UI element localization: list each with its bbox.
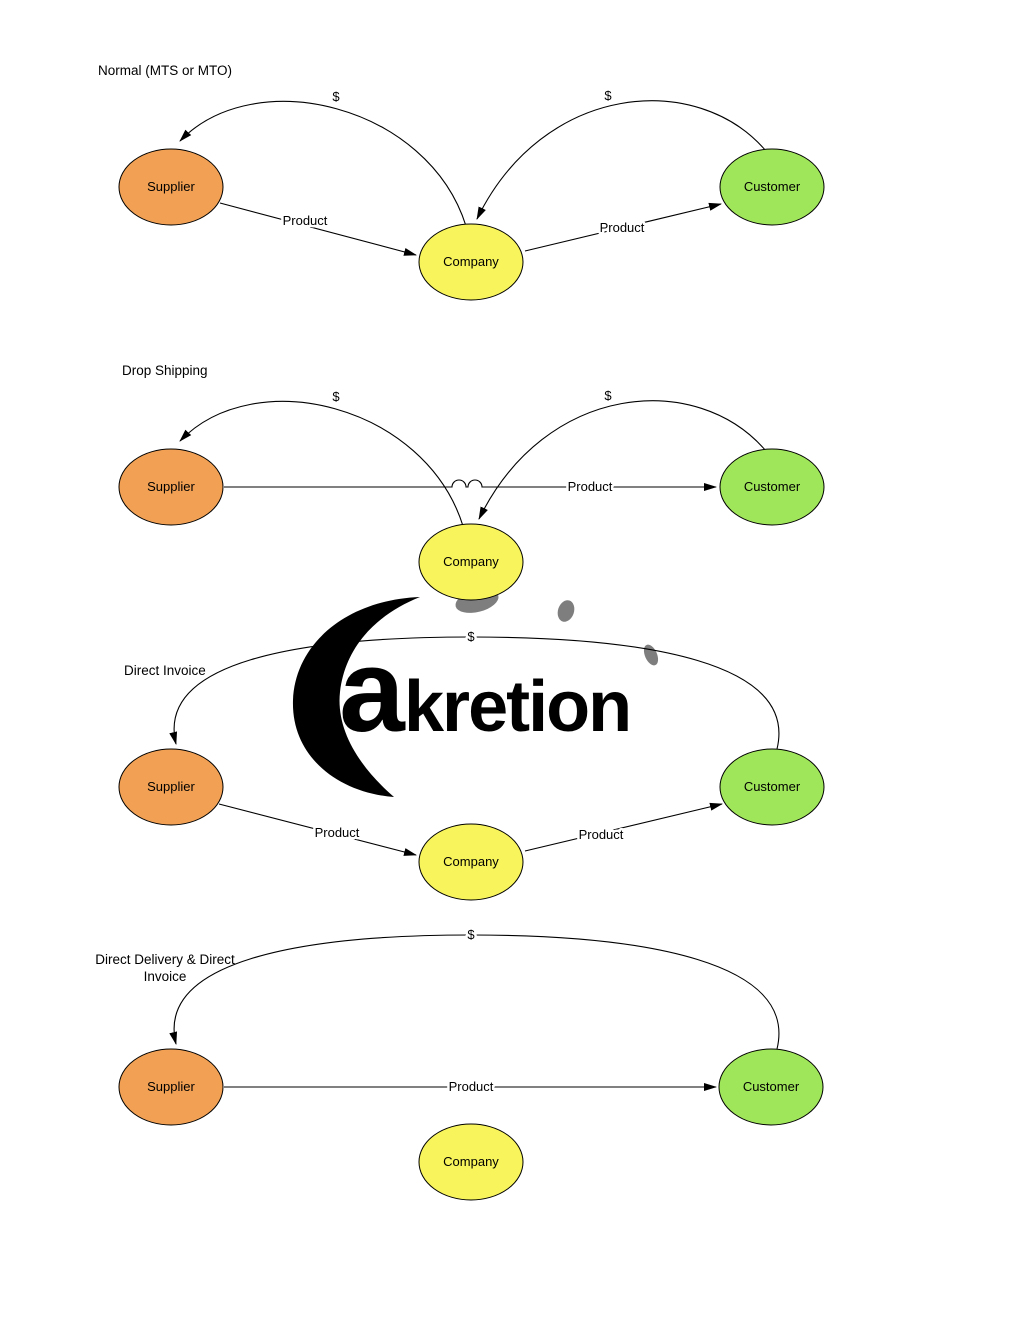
supplier-node: [118, 148, 224, 226]
money-arrow-company-to-supplier: [179, 400, 464, 527]
logo-letter-a: a: [339, 625, 406, 757]
section-direct-invoice: Direct Invoice $ Product Product Supplie…: [118, 627, 825, 901]
customer-label: Customer: [744, 779, 801, 794]
customer-node: [719, 448, 825, 526]
company-label: Company: [443, 254, 499, 269]
section-title: Normal (MTS or MTO): [98, 63, 232, 78]
section-direct-delivery-direct-invoice: Direct Delivery & Direct Invoice $ Produ…: [95, 925, 824, 1201]
customer-label: Customer: [744, 179, 801, 194]
section-title-line1: Direct Delivery & Direct: [95, 952, 235, 967]
money-arrow-customer-to-supplier: [169, 636, 780, 750]
money-label: $: [467, 927, 475, 942]
section-title: Drop Shipping: [122, 363, 208, 378]
product-arrow-supplier-to-company: [218, 803, 417, 856]
product-label: Product: [283, 213, 328, 228]
supplier-label: Supplier: [147, 179, 195, 194]
supplier-node: [118, 448, 224, 526]
section-normal: Normal (MTS or MTO) $ $ Product Product …: [98, 63, 825, 301]
customer-node: [719, 748, 825, 826]
product-arrow-company-to-customer: [524, 802, 723, 852]
supplier-label: Supplier: [147, 479, 195, 494]
customer-label: Customer: [744, 479, 801, 494]
money-label: $: [604, 88, 612, 103]
product-label: Product: [568, 479, 613, 494]
customer-label: Customer: [743, 1079, 800, 1094]
product-label: Product: [449, 1079, 494, 1094]
money-label: $: [604, 388, 612, 403]
company-label: Company: [443, 554, 499, 569]
customer-node: [719, 148, 825, 226]
company-node: [418, 523, 524, 601]
company-node: [418, 823, 524, 901]
product-arrow-company-to-customer: [524, 202, 722, 252]
company-label: Company: [443, 1154, 499, 1169]
supplier-label: Supplier: [147, 779, 195, 794]
money-arrow-customer-to-company: [476, 100, 767, 220]
section-title: Direct Invoice: [124, 663, 206, 678]
product-label: Product: [315, 825, 360, 840]
section-drop-shipping: Drop Shipping $ $ Product Supplier Compa…: [118, 363, 825, 601]
logo-swirl-icon: [292, 597, 420, 797]
akretion-logo: a kretion: [292, 589, 659, 797]
product-label: Product: [579, 827, 624, 842]
logo-blob-icon: [643, 644, 659, 666]
company-node: [418, 223, 524, 301]
supplier-node: [118, 1048, 224, 1126]
product-arrow-supplier-to-company: [219, 202, 417, 256]
company-label: Company: [443, 854, 499, 869]
money-label: $: [467, 629, 475, 644]
company-node: [418, 1123, 524, 1201]
money-arrow-company-to-supplier: [179, 100, 467, 227]
supplier-node: [118, 748, 224, 826]
logo-blob-icon: [557, 600, 575, 622]
logo-text-kretion: kretion: [404, 667, 630, 747]
product-label: Product: [600, 220, 645, 235]
section-title-line2: Invoice: [144, 969, 187, 984]
money-label: $: [332, 389, 340, 404]
money-label: $: [332, 89, 340, 104]
customer-node: [718, 1048, 824, 1126]
money-arrow-customer-to-company: [478, 400, 767, 520]
supplier-label: Supplier: [147, 1079, 195, 1094]
product-arrow-supplier-to-customer: [224, 479, 717, 491]
money-arrow-customer-to-supplier: [169, 934, 780, 1050]
